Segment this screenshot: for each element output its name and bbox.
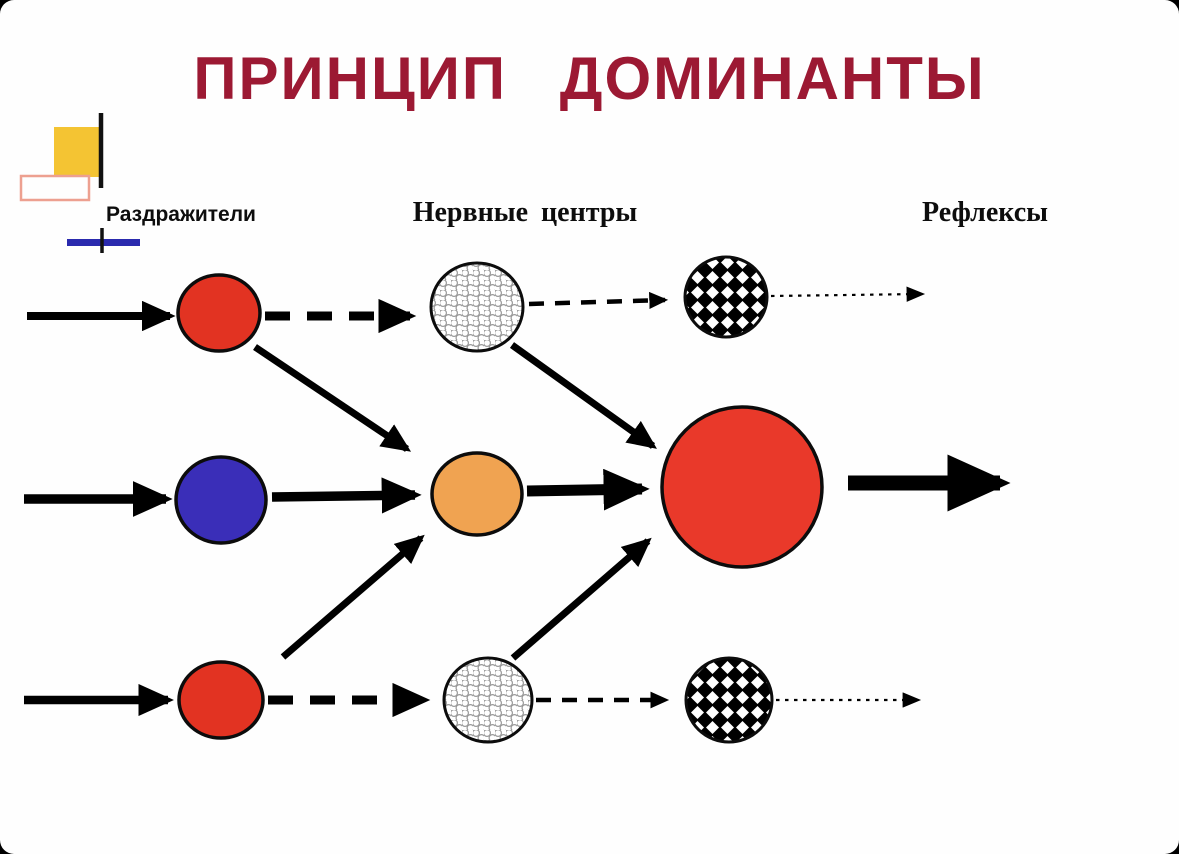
reflex-node-dominant-red <box>660 405 824 569</box>
reflex-node-bottom-checkered <box>684 656 774 744</box>
arrow-branch-bottom-red-to-orange <box>280 534 425 660</box>
arrow-middle-to-center <box>271 477 422 514</box>
decor-salmon-rect <box>19 174 91 202</box>
column-label-reflexes: Рефлексы <box>921 197 1049 228</box>
stimulus-node-bottom-red <box>177 660 265 740</box>
nerve-center-node-middle-orange <box>430 451 524 537</box>
stimulus-node-top-red <box>176 273 262 353</box>
slide-title: ПРИНЦИП ДОМИНАНТЫ <box>193 45 986 112</box>
arrow-dotted-output-top <box>770 286 926 302</box>
row-bottom <box>24 534 922 744</box>
column-label-nerve-centers: Нервные центры <box>412 197 638 228</box>
stimulus-node-middle-blue <box>174 455 268 545</box>
arrow-center-to-dominant <box>526 468 650 511</box>
slide-decoration <box>19 113 140 253</box>
arrow-dashed-top-to-reflex <box>528 291 669 310</box>
row-top <box>27 255 926 452</box>
reflex-node-top-checkered <box>683 255 769 339</box>
nerve-center-node-top-dotted <box>429 261 525 353</box>
arrow-branch-top-dotted-to-dominant <box>509 342 657 449</box>
arrow-branch-top-red-to-orange <box>253 344 412 452</box>
arrow-branch-bottom-dotted-to-dominant <box>510 537 652 661</box>
decor-yellow-square <box>54 127 102 177</box>
nerve-center-node-bottom-dotted <box>442 656 534 744</box>
row-middle <box>24 405 1011 569</box>
column-label-stimuli: Раздражители <box>106 203 256 226</box>
